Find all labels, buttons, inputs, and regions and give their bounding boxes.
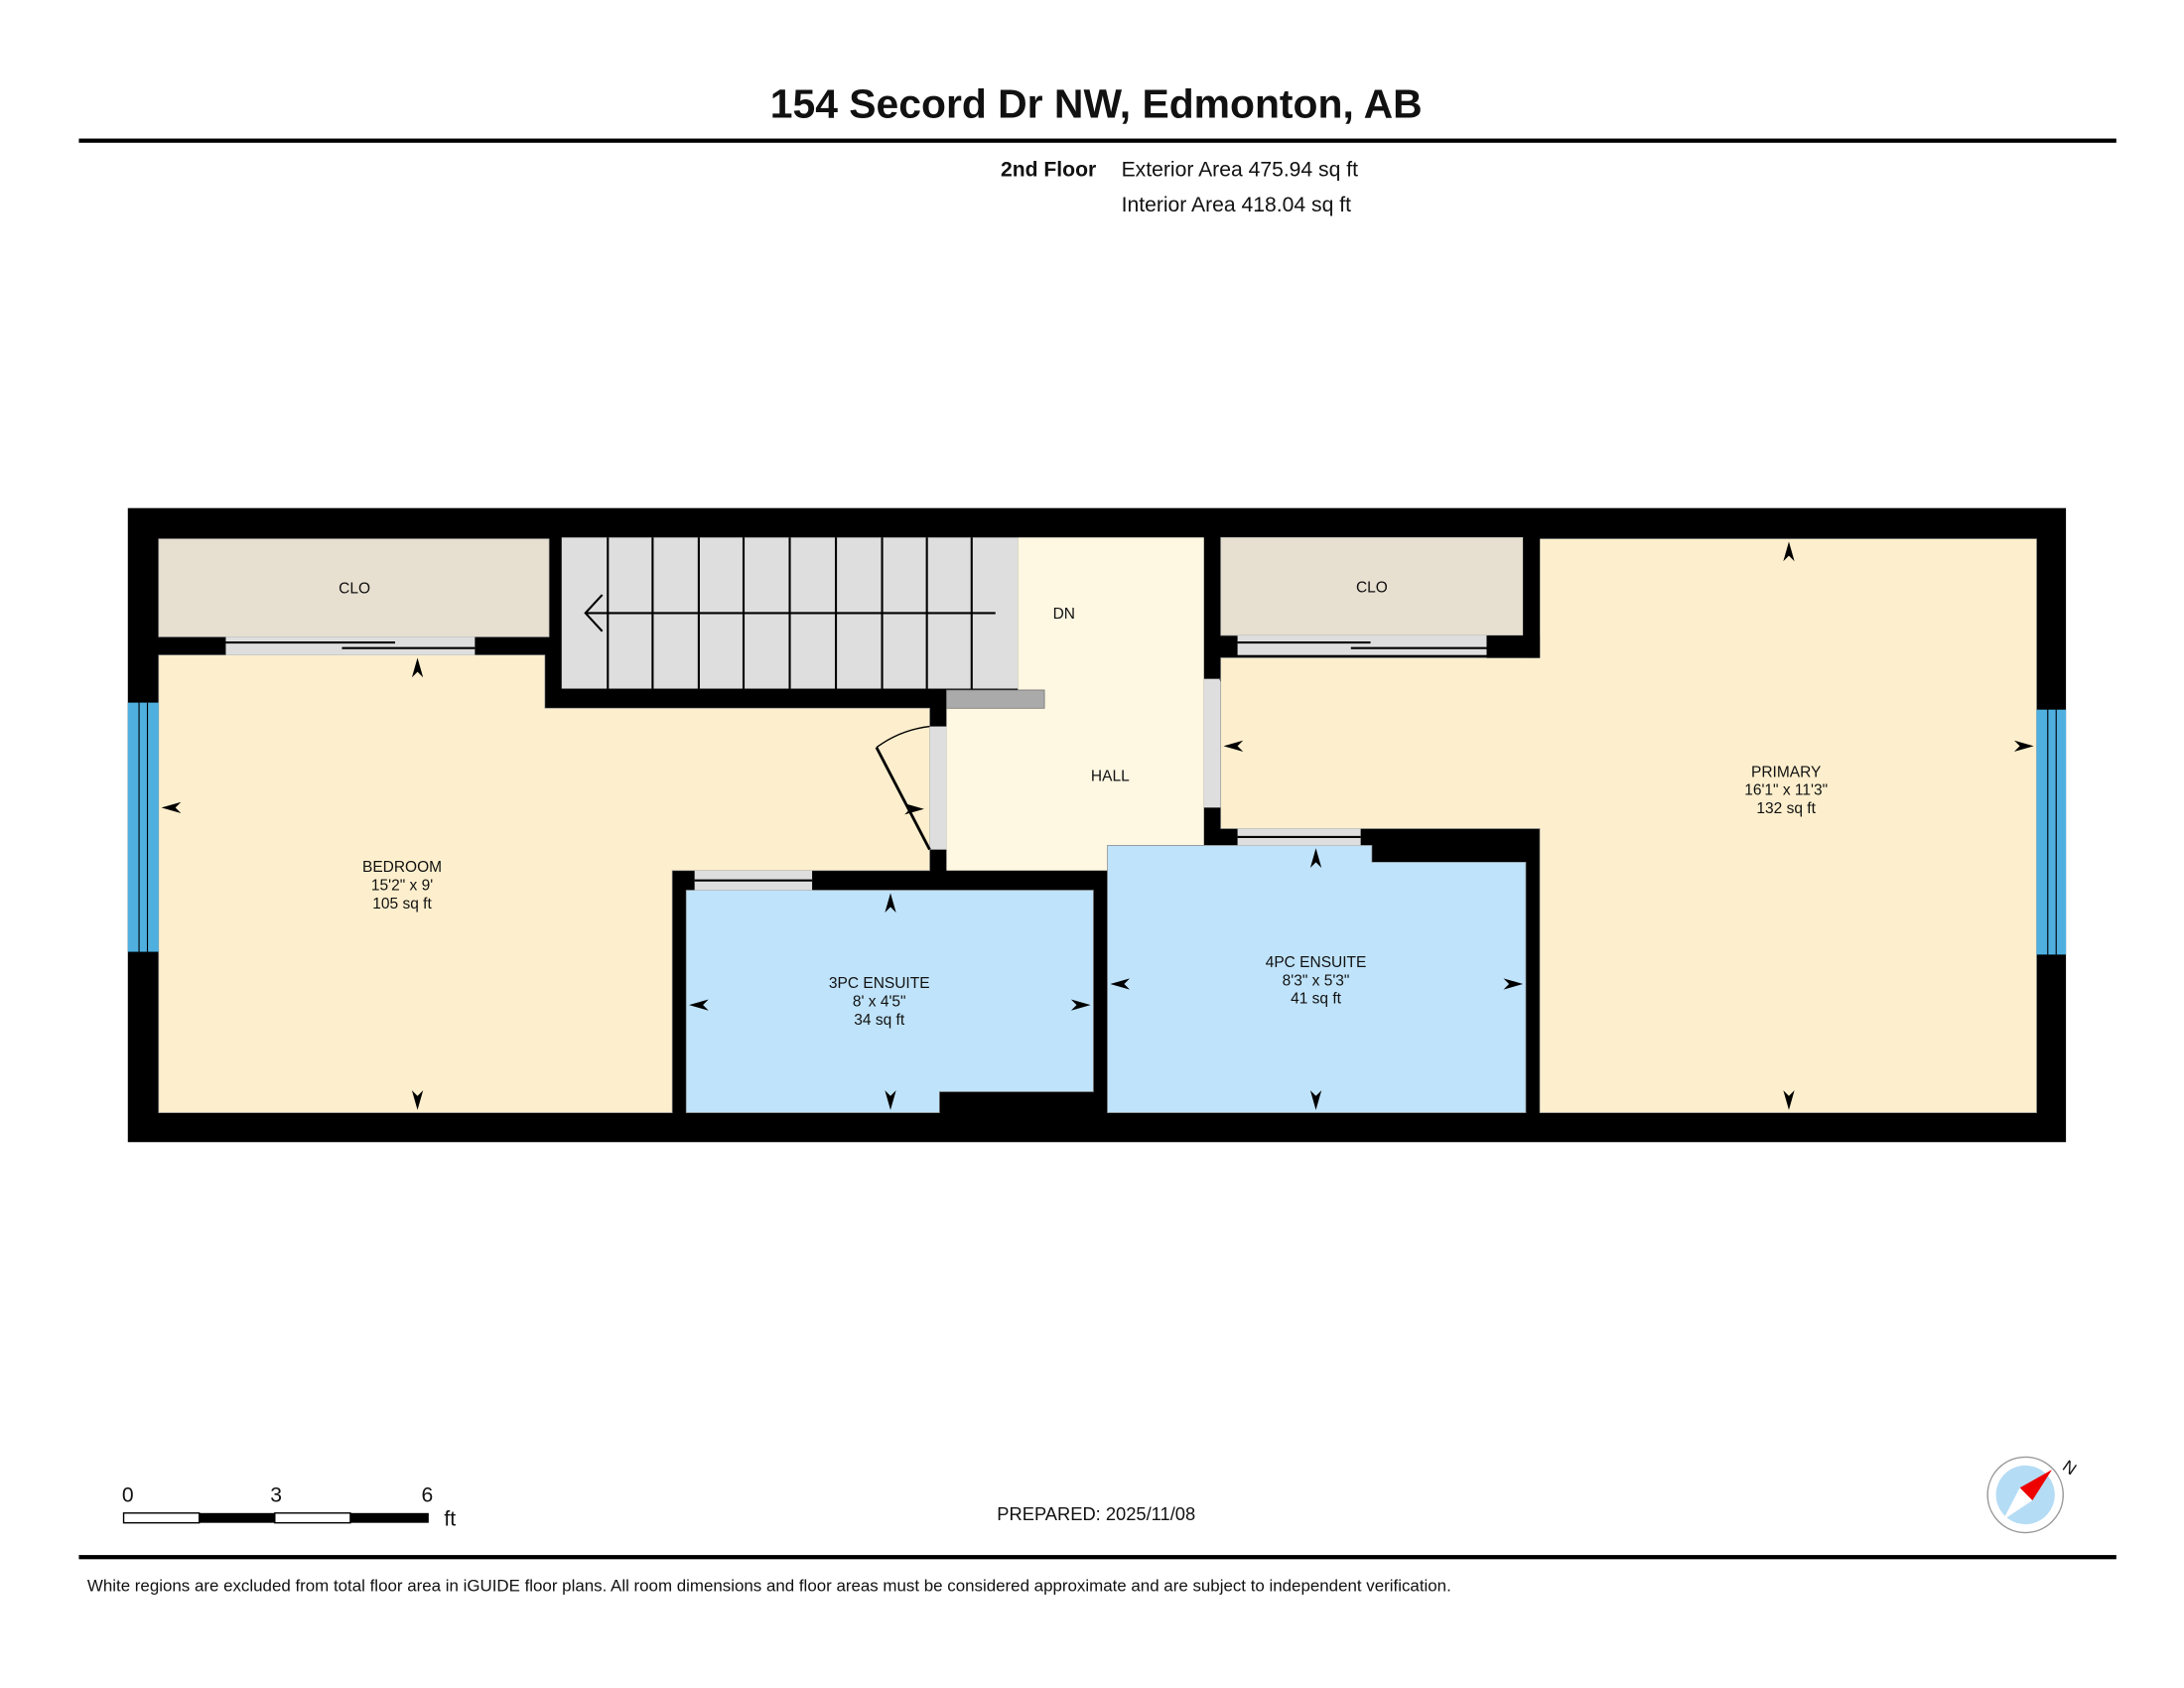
scale-bar: 0 3 6 ft [122, 1484, 456, 1531]
footer-rule [78, 1555, 2116, 1560]
stairs-label: DN [1053, 606, 1075, 623]
primary-area: 132 sq ft [1756, 800, 1816, 817]
bedroom-door-opening[interactable] [929, 726, 947, 850]
scale-tick-6: 6 [422, 1484, 434, 1507]
bedroom-area: 105 sq ft [372, 896, 432, 913]
railing [946, 689, 1045, 709]
interior-area: Interior Area 418.04 sq ft [1122, 194, 1351, 216]
stairs[interactable] [561, 537, 1019, 689]
scale-tick-3: 3 [270, 1484, 282, 1507]
room-hall[interactable] [946, 537, 1204, 871]
room-3pc-ensuite[interactable] [685, 890, 1094, 1113]
3pc-ensuite-dims: 8' x 4'5" [853, 994, 906, 1011]
prepared-date: PREPARED: 2025/11/08 [997, 1503, 1195, 1524]
compass-icon: N [1986, 1456, 2080, 1534]
scale-unit: ft [444, 1507, 456, 1530]
4pc-ensuite-area: 41 sq ft [1291, 991, 1342, 1008]
floor-plan: DN HALL [127, 507, 2067, 1143]
bedroom-label: BEDROOM [362, 859, 442, 876]
header-rule [78, 138, 2116, 143]
dimension-markers [161, 541, 2034, 1110]
window-east [2036, 709, 2067, 955]
room-bedroom-closet[interactable] [158, 538, 550, 637]
primary-closet-label: CLO [1356, 579, 1388, 596]
hall-label: HALL [1091, 769, 1130, 785]
primary-door-opening[interactable] [1203, 678, 1221, 808]
room-4pc-ensuite[interactable] [1107, 845, 1527, 1113]
scale-tick-0: 0 [122, 1484, 134, 1507]
3pc-ensuite-area: 34 sq ft [854, 1012, 905, 1029]
4pc-ensuite-dims: 8'3" x 5'3" [1283, 972, 1350, 989]
closet-door-bedroom[interactable] [225, 636, 476, 655]
north-label: N [2059, 1457, 2080, 1479]
room-primary-closet[interactable] [1220, 536, 1524, 636]
floor-label: 2nd Floor [1001, 159, 1096, 182]
page-title: 154 Secord Dr NW, Edmonton, AB [770, 80, 1423, 126]
bedroom-dims: 15'2" x 9' [371, 878, 433, 895]
bedroom-closet-label: CLO [339, 581, 370, 598]
primary-label: PRIMARY [1751, 764, 1821, 780]
room-bedroom[interactable] [158, 654, 930, 1113]
room-primary[interactable] [1220, 538, 2037, 1113]
closet-door-primary[interactable] [1237, 634, 1487, 655]
primary-dims: 16'1" x 11'3" [1744, 782, 1828, 799]
3pc-ensuite-label: 3PC ENSUITE [829, 975, 930, 992]
bedroom-door[interactable] [875, 747, 931, 851]
footer-disclaimer: White regions are excluded from total fl… [87, 1577, 1451, 1596]
exterior-area: Exterior Area 475.94 sq ft [1122, 159, 1359, 182]
window-west [127, 702, 159, 952]
4pc-ensuite-label: 4PC ENSUITE [1266, 954, 1367, 971]
